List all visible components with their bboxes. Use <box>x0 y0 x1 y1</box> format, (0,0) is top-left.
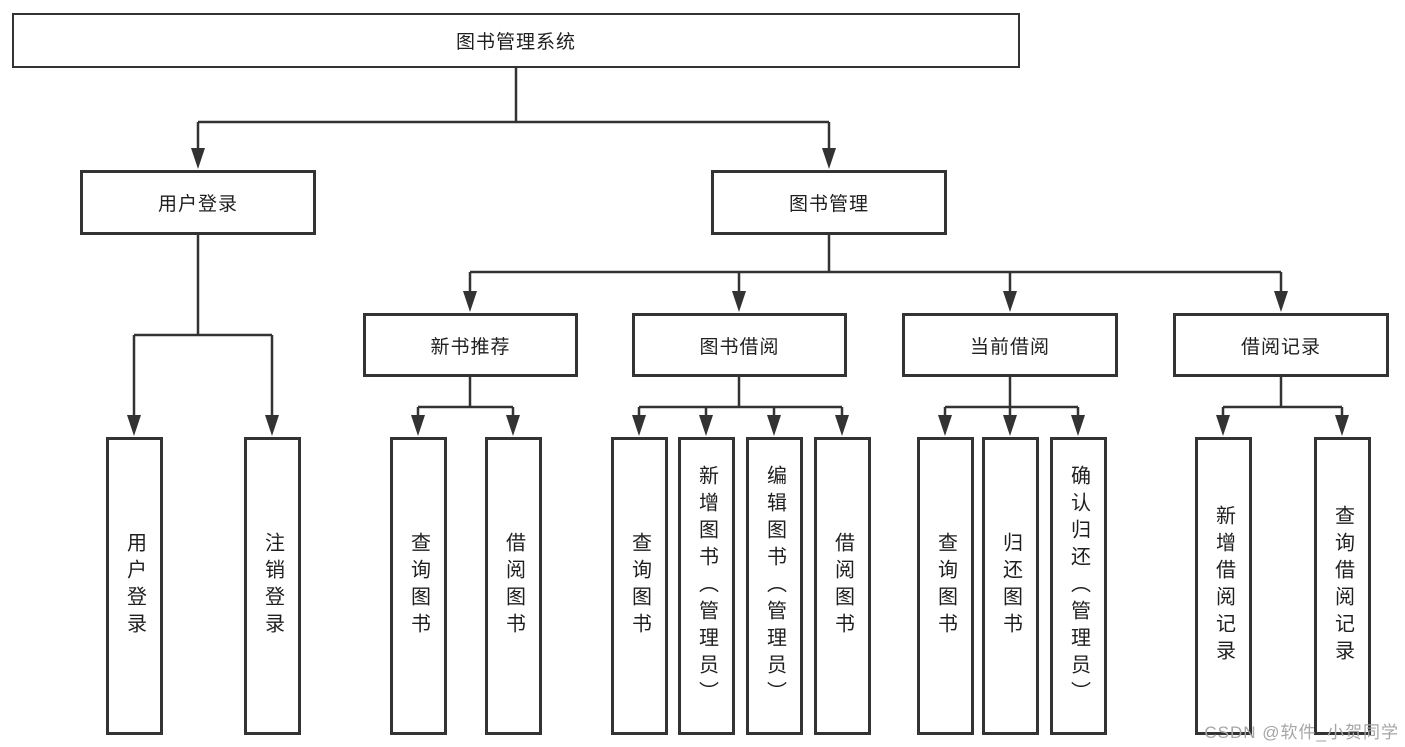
connector-current-borrow-children <box>943 377 1080 418</box>
connector-borrow-record-children <box>1221 377 1344 418</box>
leaf-borrow-books-recommend: 借阅图书 <box>485 437 542 735</box>
leaf-borrow-books: 借阅图书 <box>814 437 871 735</box>
connector-book-management-children <box>468 235 1283 294</box>
leaf-query-books-borrow: 查询图书 <box>611 437 668 735</box>
node-label: 借阅图书 <box>502 532 525 640</box>
node-current-borrow: 当前借阅 <box>902 313 1118 377</box>
node-book-borrow: 图书借阅 <box>632 313 847 377</box>
node-label: 编辑图书（管理员） <box>763 464 786 708</box>
node-label: 新增借阅记录 <box>1212 505 1235 667</box>
connector-root-to-level1 <box>196 68 831 151</box>
node-library-management-system: 图书管理系统 <box>12 13 1020 68</box>
node-label: 归还图书 <box>999 532 1022 640</box>
leaf-confirm-return-admin: 确认归还（管理员） <box>1050 437 1107 735</box>
leaf-add-borrow-record: 新增借阅记录 <box>1195 437 1252 735</box>
connector-new-book-recommend-children <box>416 377 515 418</box>
node-label: 查询图书 <box>934 532 957 640</box>
leaf-logout: 注销登录 <box>244 437 301 735</box>
node-label: 新增图书（管理员） <box>695 464 718 708</box>
csdn-watermark: CSDN @软件_小贺同学 <box>1204 723 1399 742</box>
node-label: 确认归还（管理员） <box>1067 464 1090 708</box>
node-label: 用户登录 <box>157 194 238 215</box>
leaf-user-login: 用户登录 <box>106 437 163 735</box>
node-label: 当前借阅 <box>969 336 1050 358</box>
leaf-query-borrow-record: 查询借阅记录 <box>1314 437 1371 735</box>
connector-book-borrow-children <box>637 377 844 418</box>
node-borrow-record: 借阅记录 <box>1173 313 1389 377</box>
connector-user-login-children <box>132 235 274 418</box>
node-label: 用户登录 <box>123 532 146 640</box>
arrowheads <box>127 148 1349 436</box>
leaf-query-books-current: 查询图书 <box>917 437 974 735</box>
node-label: 图书管理 <box>788 194 869 215</box>
node-label: 新书推荐 <box>430 336 511 358</box>
node-label: 图书管理系统 <box>455 32 576 53</box>
node-label: 借阅记录 <box>1240 336 1321 358</box>
leaf-add-books-admin: 新增图书（管理员） <box>678 437 735 735</box>
leaf-edit-books-admin: 编辑图书（管理员） <box>746 437 803 735</box>
node-label: 查询借阅记录 <box>1331 505 1354 667</box>
leaf-query-books-recommend: 查询图书 <box>390 437 447 735</box>
node-label: 图书借阅 <box>699 336 780 358</box>
node-user-login: 用户登录 <box>80 170 316 235</box>
leaf-return-books: 归还图书 <box>982 437 1039 735</box>
node-label: 查询图书 <box>407 532 430 640</box>
node-book-management: 图书管理 <box>711 170 947 235</box>
node-label: 注销登录 <box>261 532 284 640</box>
node-label: 查询图书 <box>628 532 651 640</box>
node-new-book-recommend: 新书推荐 <box>363 313 578 377</box>
node-label: 借阅图书 <box>831 532 854 640</box>
